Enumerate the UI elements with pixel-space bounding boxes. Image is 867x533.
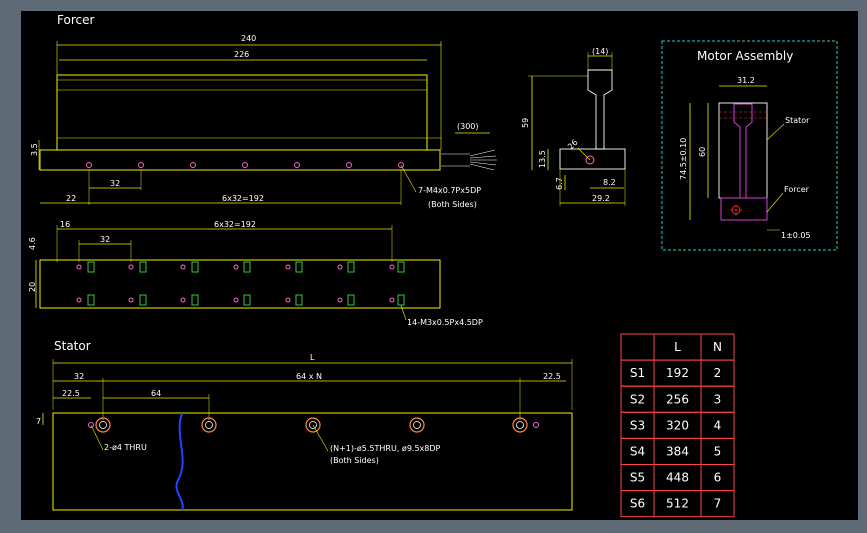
dim-top-first: 16 xyxy=(60,220,70,229)
dim-stator-end-left: 32 xyxy=(74,372,84,381)
dim-overall: 240 xyxy=(241,34,256,43)
table-value: 4 xyxy=(714,418,722,432)
table-value: 5 xyxy=(714,444,722,458)
forcer-side-view: (14) 59 13.5 6.7 8.2 29.2 26 xyxy=(521,47,626,206)
stator-mount-holes-sub: (Both Sides) xyxy=(330,456,379,465)
table-cell xyxy=(700,490,735,518)
table-value: S6 xyxy=(630,497,645,511)
dim-stator-length: L xyxy=(310,353,315,362)
table-value: S4 xyxy=(630,444,645,458)
table-value: 192 xyxy=(666,366,689,380)
dim-stator-pitch: 64 xyxy=(151,389,161,398)
dim-hole-span: 6x32=192 xyxy=(222,194,264,203)
dim-stator-end-right: 22.5 xyxy=(543,372,561,381)
table-value: 256 xyxy=(666,392,689,406)
motor-assembly-title: Motor Assembly xyxy=(697,49,793,63)
forcer-holes-note: 7-M4x0.7Px5DP xyxy=(418,186,481,195)
dim-assembly-stator-h: 60 xyxy=(698,147,707,157)
forcer-holes-sub: (Both Sides) xyxy=(428,200,477,209)
dim-assembly-total-h: 74.5±0.10 xyxy=(679,138,688,180)
forcer-top-holes-note: 14-M3x0.5Px4.5DP xyxy=(407,318,483,327)
table-value: S1 xyxy=(630,366,645,380)
dim-side-height: 59 xyxy=(521,118,530,128)
assembly-forcer-label: Forcer xyxy=(784,185,810,194)
dim-stator-span: 64 x N xyxy=(296,372,322,381)
motor-assembly-panel: Motor Assembly 31.2 74.5±0.10 60 Stator … xyxy=(661,40,838,251)
dim-cable: (300) xyxy=(457,122,479,131)
table-value: S3 xyxy=(630,418,645,432)
dim-assembly-gap: 1±0.05 xyxy=(781,231,811,240)
dim-first-hole: 22 xyxy=(66,194,76,203)
table-value: S5 xyxy=(630,471,645,485)
dim-pitch: 32 xyxy=(110,179,120,188)
dim-height: 3.5 xyxy=(30,143,39,156)
dim-side-base-h: 13.5 xyxy=(538,150,547,168)
forcer-top-view: 16 6x32=192 32 20 4.6 14-M3x0.5P xyxy=(28,220,483,327)
dim-side-width: (14) xyxy=(592,47,608,56)
assembly-stator-label: Stator xyxy=(785,116,810,125)
table-value: 448 xyxy=(666,471,689,485)
dim-top-span: 6x32=192 xyxy=(214,220,256,229)
table-value: 6 xyxy=(714,471,722,485)
table-value: 7 xyxy=(714,497,722,511)
table-value: 384 xyxy=(666,444,689,458)
table-value: S2 xyxy=(630,392,645,406)
dim-side-base-w: 29.2 xyxy=(592,194,610,203)
table-header: L xyxy=(674,340,681,354)
table-header: N xyxy=(713,340,722,354)
stator-end-holes-note: 2-ø4 THRU xyxy=(104,443,147,452)
stator-view: L 32 64 x N 22.5 22.5 64 7 2-ø4 THRU (N+… xyxy=(36,353,573,511)
dim-stator-height: 7 xyxy=(36,417,41,426)
dim-assembly-width: 31.2 xyxy=(737,76,755,85)
dim-top-pitch: 32 xyxy=(100,235,110,244)
dim-top-height: 20 xyxy=(28,282,37,292)
dim-side-offset: 6.7 xyxy=(555,177,564,190)
dim-body: 226 xyxy=(234,50,249,59)
dim-top-edge: 4.6 xyxy=(28,237,37,250)
forcer-title: Forcer xyxy=(57,13,94,27)
forcer-front-view: 240 226 (300) 3.5 32 xyxy=(30,34,497,209)
table-value: 2 xyxy=(714,366,722,380)
stator-mount-holes-note: (N+1)-ø5.5THRU, ø9.5x8DP xyxy=(330,444,441,453)
size-table: L N S1 192 2S2 256 3S3 320 4S4 384 5S5 448 6S6 512 7 xyxy=(620,333,735,518)
dim-side-slot: 8.2 xyxy=(603,178,616,187)
table-value: 512 xyxy=(666,497,689,511)
table-value: 3 xyxy=(714,392,722,406)
table-value: 320 xyxy=(666,418,689,432)
dim-stator-edge-left: 22.5 xyxy=(62,389,80,398)
stator-title: Stator xyxy=(54,339,91,353)
